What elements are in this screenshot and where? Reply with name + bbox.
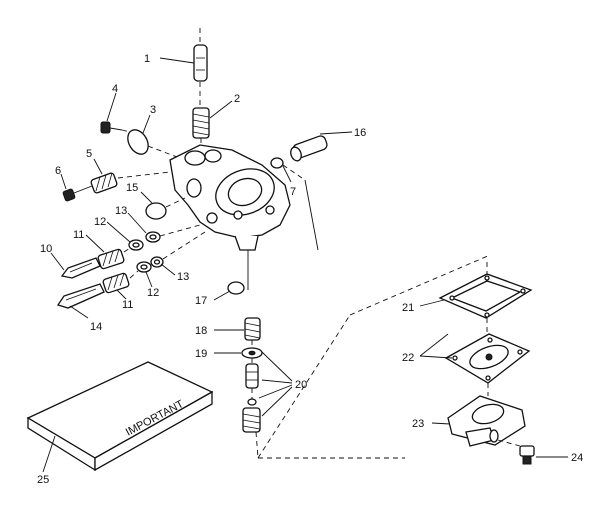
label-13b: 13 [177,271,189,283]
part-screw-6 [62,185,93,202]
label-18: 18 [195,325,207,337]
label-16: 16 [354,127,366,139]
part-needle-10 [60,257,101,279]
label-6: 6 [55,165,61,177]
part-fitting-16 [290,135,328,162]
part-plug-15 [145,197,186,220]
part-washer-12b [136,261,152,273]
part-oring-13b [150,231,206,268]
part-spring-11b [102,270,139,294]
part-gasket-21 [438,262,533,333]
label-25: 25 [37,474,49,486]
dash-seat-down [255,431,259,459]
label-11b: 11 [122,299,133,311]
label-17: 17 [195,295,207,307]
part-spring-5 [90,171,171,194]
label-24: 24 [571,452,583,464]
label-7: 7 [290,186,296,198]
label-23: 23 [412,418,424,430]
label-15: 15 [126,182,138,194]
label-3: 3 [150,104,156,116]
part-washer-19 [241,347,263,364]
label-11a: 11 [73,229,84,241]
part-spring-2 [192,107,210,150]
label-19: 19 [195,348,207,360]
part-screw-24 [519,445,535,465]
part-throttle-shaft [193,28,208,108]
label-21: 21 [402,302,414,314]
label-2: 2 [234,93,240,105]
label-12a: 12 [94,216,106,228]
label-10: 10 [40,243,52,255]
part-washer-12a [128,224,201,251]
dash-top-right [349,254,491,316]
part-diaphragm-22 [444,333,531,396]
part-needle-seat-20 [242,407,261,433]
part-spring-11a [97,247,131,270]
label-14: 14 [90,321,102,333]
label-22: 22 [402,352,414,364]
part-pump-cover-23 [447,395,526,447]
label-20: 20 [295,379,307,391]
carburetor-body [169,144,291,290]
part-oring-13a [145,231,161,243]
part-spring-18 [244,317,261,348]
part-throttle-plate-3 [127,129,186,161]
label-1: 1 [144,53,150,65]
part-needle-14 [56,283,105,309]
part-screw-4 [100,121,131,134]
label-12b: 12 [147,287,159,299]
part-washer-7 [270,157,319,251]
part-plug-17 [227,281,245,295]
callouts: 1 2 3 4 5 6 7 16 15 13 12 11 10 13 12 11 [37,53,583,486]
part-filter-25: IMPORTANT [26,361,214,472]
dash-diagonal [257,314,351,459]
label-4: 4 [112,83,118,95]
label-13a: 13 [115,205,127,217]
part-inlet-needle-20 [245,363,259,406]
label-5: 5 [86,148,92,160]
